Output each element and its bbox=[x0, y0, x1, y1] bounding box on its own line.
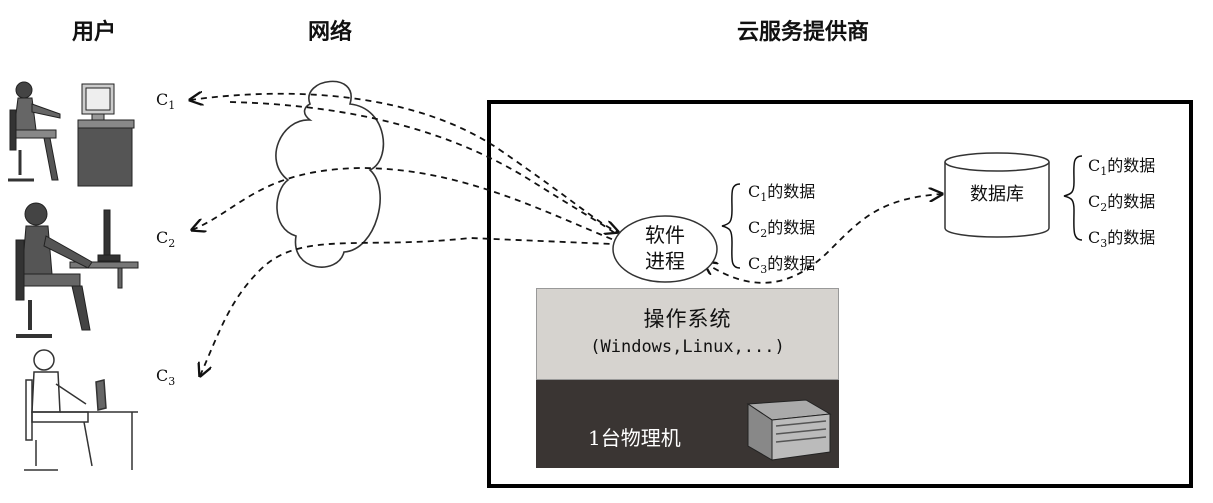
provider-header: 云服务提供商 bbox=[737, 20, 870, 45]
software-process-label: 软件 进程 bbox=[612, 222, 718, 274]
process-data-c1: C1的数据 bbox=[748, 182, 816, 205]
db-data-c2: C2的数据 bbox=[1088, 192, 1156, 215]
db-data-c3: C3的数据 bbox=[1088, 228, 1156, 251]
db-data-brace bbox=[1063, 155, 1083, 241]
path-c3-process bbox=[200, 237, 613, 376]
path-c2-process bbox=[192, 167, 615, 241]
process-data-brace bbox=[721, 183, 741, 269]
client-c1-label: C1 bbox=[156, 90, 176, 113]
user-2-figure bbox=[15, 202, 139, 338]
process-line-1: 软件 bbox=[645, 223, 685, 247]
process-data-c3: C3的数据 bbox=[748, 254, 816, 277]
process-line-2: 进程 bbox=[645, 249, 685, 273]
users-header: 用户 bbox=[72, 20, 117, 45]
path-c1-process bbox=[190, 94, 618, 232]
os-title: 操作系统 bbox=[643, 307, 732, 331]
database-label: 数据库 bbox=[970, 184, 1024, 205]
client-c3-label: C3 bbox=[156, 366, 176, 389]
network-header: 网络 bbox=[308, 20, 353, 45]
user-1-figure bbox=[8, 81, 135, 187]
process-data-c2: C2的数据 bbox=[748, 218, 816, 241]
os-subtitle: (Windows,Linux,...) bbox=[590, 337, 785, 357]
database-cylinder bbox=[944, 152, 1050, 238]
network-cloud bbox=[275, 80, 385, 268]
client-c2-label: C2 bbox=[156, 228, 176, 251]
user-3-figure bbox=[24, 349, 138, 471]
server-icon bbox=[746, 399, 832, 461]
cloud-provider-box bbox=[487, 100, 1193, 488]
software-process-ellipse bbox=[612, 215, 718, 283]
path-process-database bbox=[704, 194, 942, 284]
db-data-c1: C1的数据 bbox=[1088, 156, 1156, 179]
physical-machine-label: 1台物理机 bbox=[588, 426, 681, 450]
path-c1-process-b bbox=[229, 101, 621, 239]
operating-system-box: 操作系统 (Windows,Linux,...) bbox=[536, 288, 839, 380]
